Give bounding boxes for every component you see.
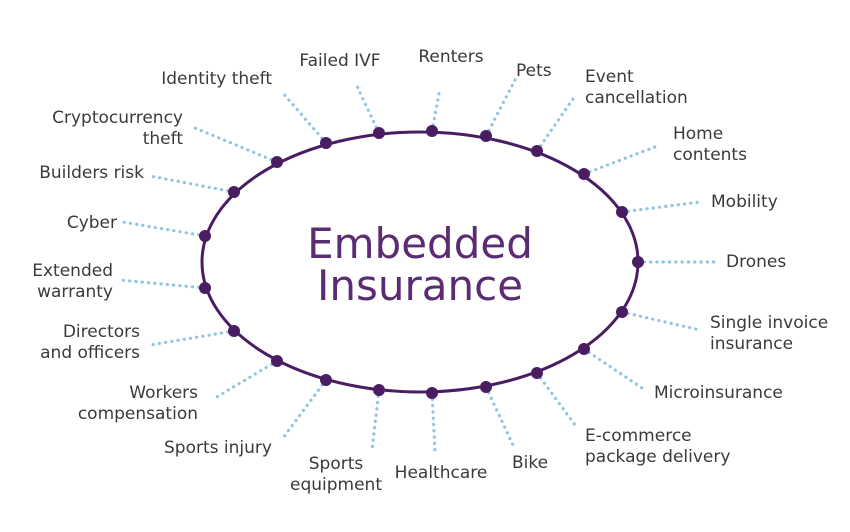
leader-line bbox=[148, 174, 236, 194]
ring-dot bbox=[531, 145, 543, 157]
category-label-line: Sports injury bbox=[164, 438, 272, 458]
ring-dot bbox=[199, 282, 211, 294]
category-label-line: Drones bbox=[726, 252, 786, 272]
category-label-line: E-commerce bbox=[585, 426, 692, 446]
ring-dot bbox=[373, 384, 385, 396]
category-label-line: Home bbox=[673, 124, 723, 144]
category-label: Builders risk bbox=[39, 163, 144, 183]
category-label-line: Cryptocurrency bbox=[52, 108, 183, 128]
leader-line bbox=[430, 86, 442, 133]
category-label: Sports injury bbox=[164, 438, 272, 458]
ring-dot bbox=[320, 137, 332, 149]
category-label-line: Failed IVF bbox=[299, 51, 380, 71]
category-label-line: Mobility bbox=[711, 192, 778, 212]
title-line-2: Insurance bbox=[317, 261, 523, 310]
ring-dot bbox=[320, 374, 332, 386]
leader-line bbox=[118, 278, 207, 290]
category-label-line: Cyber bbox=[67, 213, 117, 233]
leader-line bbox=[280, 90, 328, 145]
leader-line bbox=[121, 220, 207, 238]
leader-line bbox=[281, 378, 328, 440]
category-label: Mobility bbox=[711, 192, 778, 212]
category-label-line: Extended bbox=[32, 261, 113, 281]
category-label: Failed IVF bbox=[299, 51, 380, 71]
category-label-line: and officers bbox=[40, 343, 140, 363]
ring-dot bbox=[271, 156, 283, 168]
category-label-line: warranty bbox=[37, 282, 113, 302]
category-label-line: Single invoice bbox=[710, 313, 828, 333]
leader-line bbox=[484, 385, 515, 447]
category-label-line: Builders risk bbox=[39, 163, 144, 183]
ring-dot bbox=[616, 206, 628, 218]
leader-line bbox=[353, 80, 381, 135]
leader-line bbox=[370, 388, 381, 452]
category-label-line: insurance bbox=[710, 334, 793, 354]
leader-line bbox=[193, 126, 279, 164]
leader-line bbox=[430, 391, 437, 454]
leader-line bbox=[484, 78, 517, 138]
category-label-line: Microinsurance bbox=[654, 383, 783, 403]
category-label: Pets bbox=[516, 61, 552, 81]
ring-dot bbox=[426, 125, 438, 137]
leader-line bbox=[213, 359, 279, 400]
ring-dot bbox=[632, 256, 644, 268]
category-label-line: equipment bbox=[290, 475, 382, 495]
title-line-1: Embedded bbox=[307, 219, 533, 268]
category-label-line: theft bbox=[143, 129, 184, 149]
category-label-line: Sports bbox=[309, 454, 364, 474]
category-label-line: Directors bbox=[63, 322, 140, 342]
category-label: Healthcare bbox=[395, 463, 488, 483]
ring-dot bbox=[578, 168, 590, 180]
leader-line bbox=[620, 200, 702, 214]
category-label-line: Workers bbox=[129, 383, 198, 403]
category-label: Bike bbox=[512, 453, 548, 473]
ring-dot bbox=[271, 355, 283, 367]
category-label-line: package delivery bbox=[585, 447, 730, 467]
ring-dots bbox=[199, 125, 644, 399]
leader-line bbox=[148, 329, 236, 347]
ring-dot bbox=[426, 387, 438, 399]
category-label: Renters bbox=[418, 47, 483, 67]
ring-dot bbox=[228, 186, 240, 198]
category-label-line: Bike bbox=[512, 453, 548, 473]
category-label-line: Event bbox=[585, 67, 634, 87]
leader-line bbox=[582, 347, 647, 392]
category-label-line: cancellation bbox=[585, 88, 688, 108]
category-label-line: Healthcare bbox=[395, 463, 488, 483]
leader-line bbox=[620, 310, 702, 332]
ring-dot bbox=[531, 367, 543, 379]
ring-dot bbox=[480, 130, 492, 142]
leader-line bbox=[535, 371, 577, 427]
ring-dot bbox=[228, 325, 240, 337]
category-label-line: compensation bbox=[78, 404, 198, 424]
category-label-line: Identity theft bbox=[161, 69, 272, 89]
category-label: Microinsurance bbox=[654, 383, 783, 403]
ring-dot bbox=[616, 306, 628, 318]
category-label: Identity theft bbox=[161, 69, 272, 89]
category-label: Drones bbox=[726, 252, 786, 272]
ring-dot bbox=[480, 381, 492, 393]
category-label-line: Pets bbox=[516, 61, 552, 81]
ring-dot bbox=[199, 230, 211, 242]
category-label: Cyber bbox=[67, 213, 117, 233]
category-label-line: Renters bbox=[418, 47, 483, 67]
ring-dot bbox=[373, 127, 385, 139]
leader-line bbox=[535, 94, 577, 153]
leader-lines bbox=[118, 78, 720, 454]
category-label-line: contents bbox=[673, 145, 747, 165]
leader-line bbox=[582, 143, 662, 176]
ring-dot bbox=[578, 343, 590, 355]
